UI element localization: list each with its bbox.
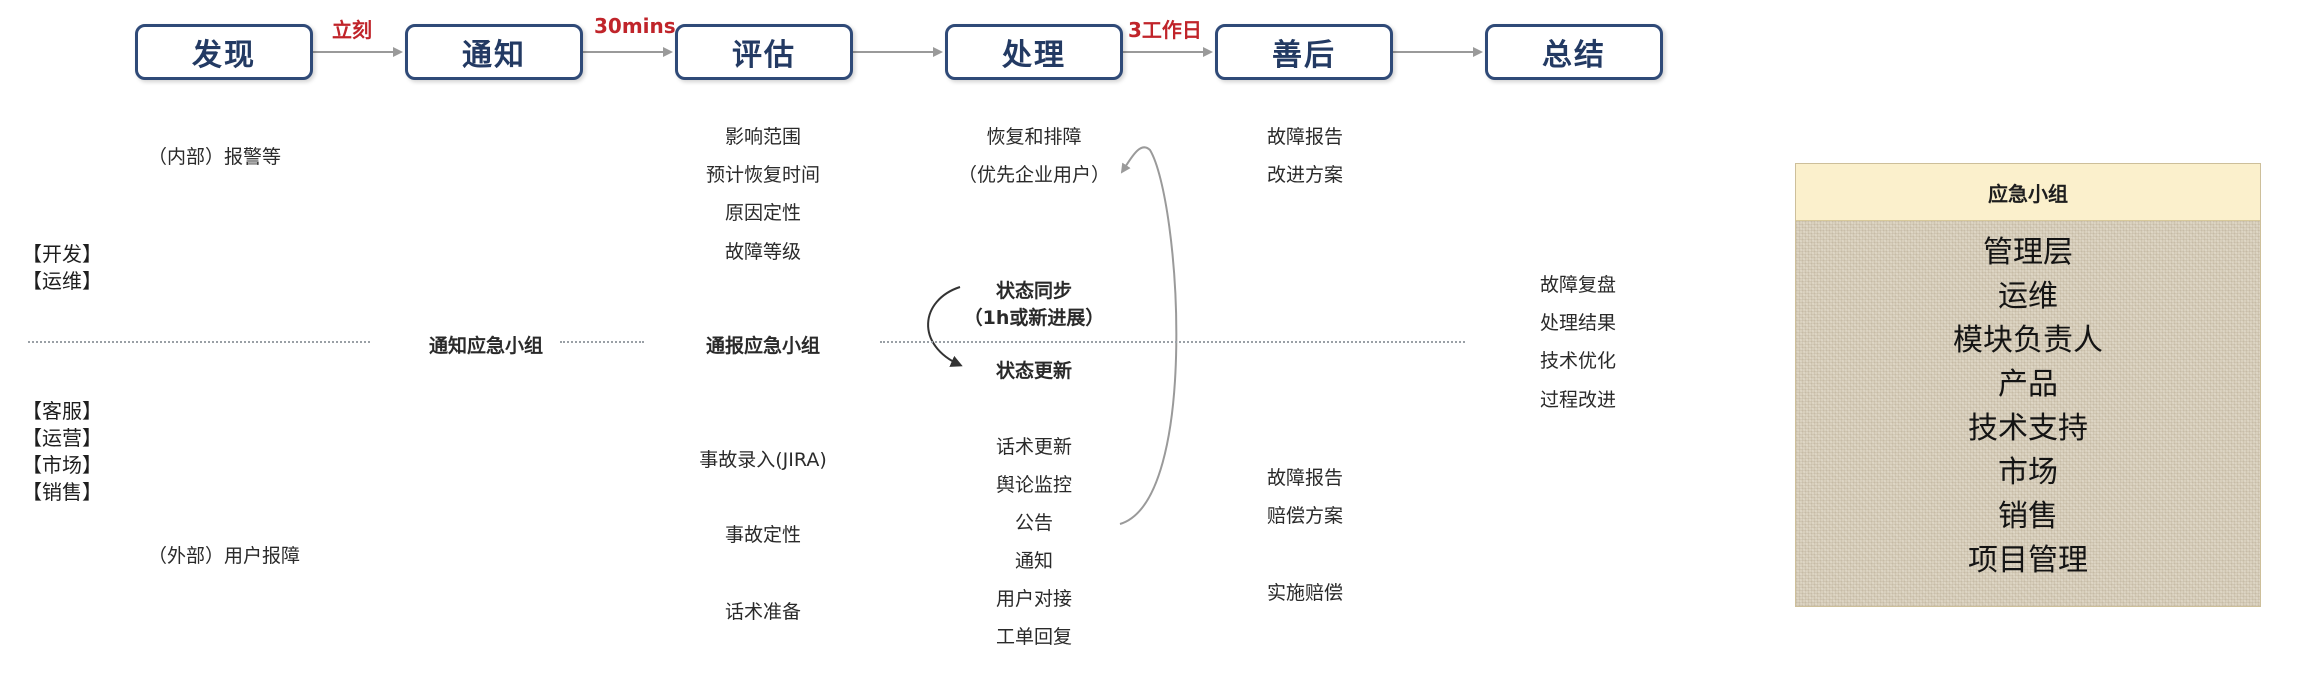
team-member: 模块负责人	[1953, 323, 2103, 358]
stage-aftercare: 善后	[1215, 24, 1393, 80]
summary-item: 故障复盘	[1539, 274, 1617, 296]
handle-item: 通知	[1014, 550, 1054, 572]
loop-back-arrow	[1119, 146, 1178, 525]
role-item: 【运维】	[22, 269, 102, 293]
handle-item: 舆论监控	[995, 474, 1073, 496]
external-roles-list: 【客服】 【运营】 【市场】 【销售】	[22, 398, 102, 506]
separator-line-3	[880, 341, 1465, 343]
assess-item: 预计恢复时间	[705, 164, 821, 186]
summary-item: 处理结果	[1539, 312, 1617, 334]
notify-emergency-team: 通知应急小组	[428, 335, 544, 357]
handle-priority: （优先企业用户）	[957, 164, 1111, 186]
team-member: 项目管理	[1968, 543, 2088, 578]
assess-item: 事故定性	[724, 524, 802, 546]
stage-summary: 总结	[1485, 24, 1663, 80]
handle-recovery: 恢复和排障	[986, 126, 1082, 148]
summary-item: 过程改进	[1539, 389, 1617, 411]
emergency-team-panel: 应急小组 管理层 运维 模块负责人 产品 技术支持 市场 销售 项目管理	[1795, 163, 2261, 607]
assess-item: 事故录入(JIRA)	[699, 449, 827, 471]
assess-item: 故障等级	[724, 241, 802, 263]
team-member: 产品	[1998, 367, 2058, 402]
stage-assess: 评估	[675, 24, 853, 80]
discover-internal-text: （内部）报警等	[148, 146, 282, 168]
handle-status-sync: 状态同步	[995, 280, 1073, 302]
panel-title: 应急小组	[1796, 164, 2260, 221]
handle-status-update: 状态更新	[995, 360, 1073, 382]
discover-external-text: （外部）用户报障	[148, 545, 301, 567]
separator-line-2	[560, 341, 644, 343]
separator-line-1	[28, 341, 370, 343]
team-member: 管理层	[1983, 235, 2073, 270]
role-item: 【客服】	[22, 399, 102, 423]
summary-item: 技术优化	[1539, 350, 1617, 372]
assess-report-team: 通报应急小组	[705, 335, 821, 357]
role-item: 【运营】	[22, 426, 102, 450]
handle-item: 用户对接	[995, 588, 1073, 610]
stage-handle: 处理	[945, 24, 1123, 80]
role-item: 【市场】	[22, 453, 102, 477]
team-member: 销售	[1998, 499, 2058, 534]
role-item: 【销售】	[22, 480, 102, 504]
timing-label-immediate: 立刻	[332, 18, 372, 42]
aftercare-item: 故障报告	[1266, 126, 1344, 148]
team-member: 运维	[1998, 279, 2058, 314]
handle-sync-frequency: （1h或新进展）	[963, 307, 1105, 329]
timing-label-3-workdays: 3工作日	[1128, 18, 1202, 42]
stage-notify: 通知	[405, 24, 583, 80]
assess-item: 原因定性	[724, 202, 802, 224]
team-member: 市场	[1998, 455, 2058, 490]
status-update-arrow	[927, 286, 963, 367]
aftercare-item: 故障报告	[1266, 467, 1344, 489]
timing-label-30mins: 30mins	[594, 14, 676, 38]
aftercare-item: 赔偿方案	[1266, 505, 1344, 527]
handle-item: 工单回复	[995, 626, 1073, 648]
internal-roles-list: 【开发】 【运维】	[22, 241, 102, 295]
team-member-list: 管理层 运维 模块负责人 产品 技术支持 市场 销售 项目管理	[1796, 231, 2260, 583]
role-item: 【开发】	[22, 242, 102, 266]
handle-item: 话术更新	[995, 436, 1073, 458]
assess-item: 话术准备	[724, 601, 802, 623]
stage-discover: 发现	[135, 24, 313, 80]
aftercare-item: 改进方案	[1266, 164, 1344, 186]
assess-item: 影响范围	[724, 126, 802, 148]
aftercare-compensation: 实施赔偿	[1266, 582, 1344, 604]
handle-item: 公告	[1014, 512, 1054, 534]
team-member: 技术支持	[1968, 411, 2088, 446]
